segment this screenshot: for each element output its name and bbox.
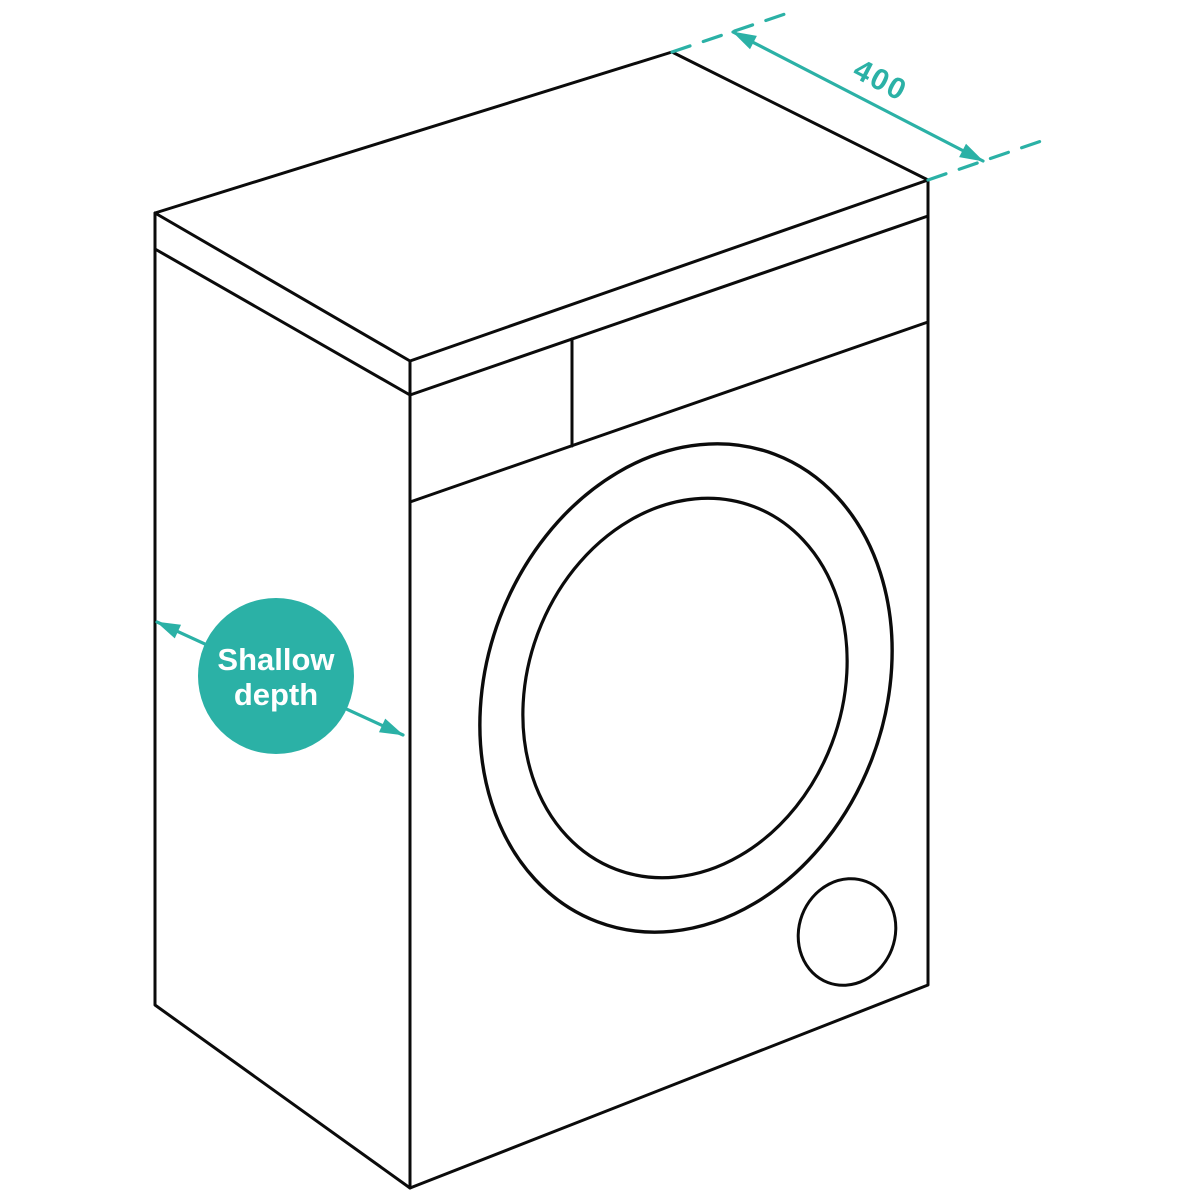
dimension-annotation	[670, 8, 1052, 182]
depth-badge-label-line1: Shallow	[217, 642, 335, 677]
door-outer-ring	[478, 442, 894, 934]
dimension-label: 400	[848, 53, 913, 108]
control-panel-edge	[408, 320, 930, 504]
depth-badge-label-line2: depth	[234, 677, 318, 712]
dimension-extension-line-front	[926, 136, 1052, 182]
power-button	[796, 877, 898, 987]
dimension-arrow	[731, 30, 985, 163]
washing-machine	[153, 50, 930, 1190]
depth-annotation: Shallow depth	[155, 598, 405, 754]
depth-badge-circle	[198, 598, 354, 754]
door-inner-ring	[521, 496, 849, 880]
lid-edge	[153, 214, 930, 397]
